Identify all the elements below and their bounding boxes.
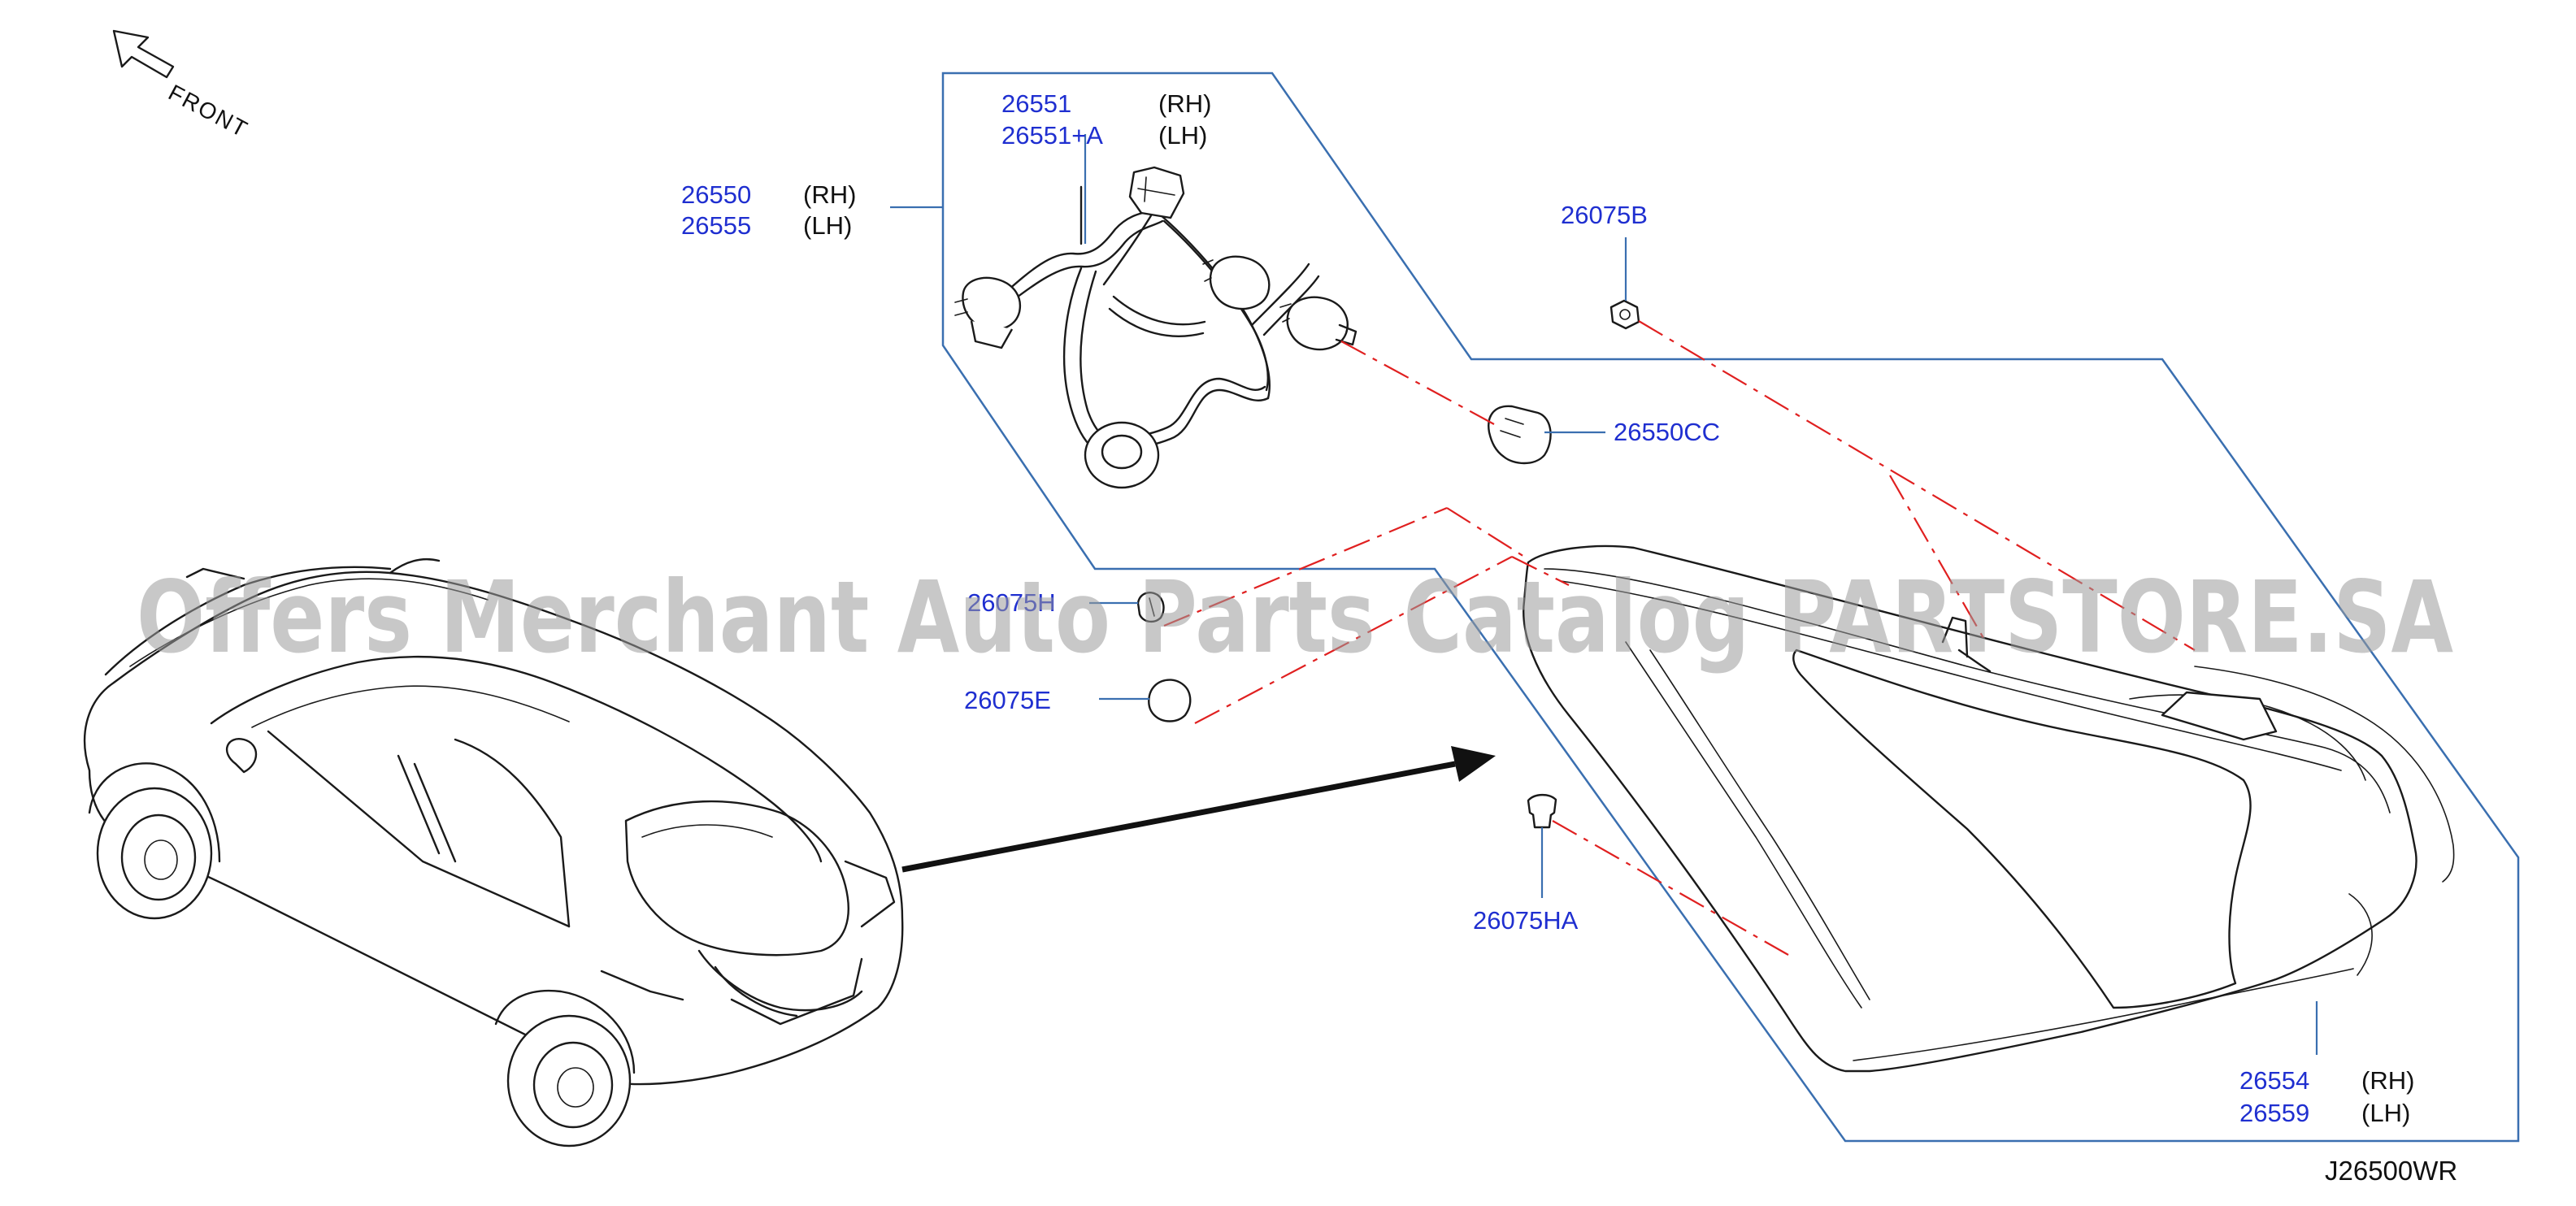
part-number-clip-ha: 26075HA bbox=[1473, 906, 1579, 935]
callout-assembly: 26550 (RH) 26555 (LH) bbox=[681, 180, 856, 240]
leader-lines bbox=[890, 134, 2318, 1055]
part-number-clip-h: 26075H bbox=[967, 588, 1056, 617]
part-number-assembly-rh: 26550 bbox=[681, 180, 751, 209]
diagram-reference-code: J26500WR bbox=[2325, 1156, 2457, 1186]
callout-harness: 26551 (RH) 26551+A (LH) bbox=[1001, 89, 1211, 150]
side-lens-rh: (RH) bbox=[2361, 1066, 2414, 1095]
side-assembly-lh: (LH) bbox=[803, 211, 852, 240]
front-arrow-icon bbox=[112, 29, 175, 79]
part-number-assembly-lh: 26555 bbox=[681, 211, 751, 240]
part-number-clip-e: 26075E bbox=[964, 686, 1051, 714]
bulb-illustration bbox=[1488, 405, 1552, 465]
callout-lens: 26554 (RH) 26559 (LH) bbox=[2239, 1066, 2414, 1127]
part-number-harness-rh: 26551 bbox=[1001, 89, 1071, 118]
assembly-lines bbox=[1163, 320, 2196, 956]
clip-e-illustration bbox=[1148, 679, 1192, 722]
side-harness-lh: (LH) bbox=[1158, 121, 1207, 150]
part-number-lens-lh: 26559 bbox=[2239, 1099, 2309, 1127]
side-lens-lh: (LH) bbox=[2361, 1099, 2410, 1127]
wiring-harness-illustration bbox=[954, 166, 1358, 489]
harness-group-outline bbox=[941, 72, 2520, 1143]
side-harness-rh: (RH) bbox=[1158, 89, 1211, 118]
location-arrow-icon bbox=[901, 746, 1496, 873]
vehicle-illustration bbox=[83, 557, 904, 1147]
tail-lamp-illustration bbox=[1523, 544, 2455, 1073]
front-label: FRONT bbox=[164, 80, 253, 142]
watermark: Offers Merchant Auto Parts Catalog PARTS… bbox=[137, 560, 2453, 675]
part-number-bulb: 26550CC bbox=[1614, 418, 1720, 446]
part-number-harness-lh: 26551+A bbox=[1001, 121, 1103, 150]
part-number-lens-rh: 26554 bbox=[2239, 1066, 2309, 1095]
clip-ha-illustration bbox=[1527, 793, 1557, 829]
side-assembly-rh: (RH) bbox=[803, 180, 856, 209]
part-number-nut-b: 26075B bbox=[1561, 201, 1648, 229]
nut-illustration bbox=[1609, 299, 1640, 330]
clip-h-illustration bbox=[1136, 592, 1165, 623]
